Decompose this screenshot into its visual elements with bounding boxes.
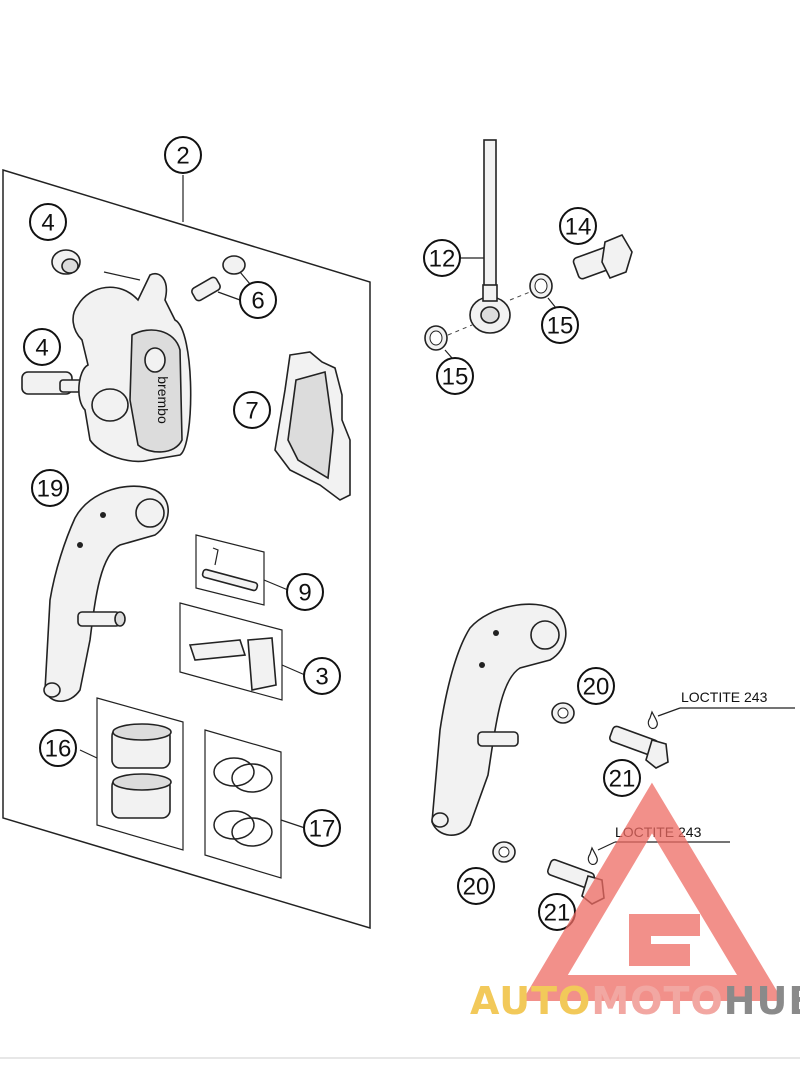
piston-part: [111, 723, 172, 819]
caliper-body-part: brembo: [72, 271, 192, 463]
svg-text:21: 21: [609, 766, 636, 793]
sealing-washer-part: [424, 273, 553, 351]
callout-12: 12: [423, 239, 461, 277]
loctite-label-upper: LOCTITE 243: [681, 689, 768, 705]
guide-pin-part: [21, 371, 83, 395]
svg-text:6: 6: [251, 288, 264, 315]
banjo-bolt-part: [572, 233, 633, 280]
brake-pad-part: [274, 351, 351, 501]
caliper-bracket-part: [43, 485, 169, 703]
seal-ring-box: [204, 729, 282, 879]
watermark-logo: [522, 782, 783, 1001]
caliper-brand-label: brembo: [155, 376, 171, 424]
callout-6: 6: [239, 281, 277, 319]
seal-ring-part: [213, 757, 273, 847]
washer-part: [492, 702, 575, 863]
right-caliper-bracket-part: [431, 603, 567, 836]
svg-text:4: 4: [41, 210, 54, 237]
svg-text:AUTOMOTOHUB: AUTOMOTOHUB: [470, 979, 800, 1023]
callout-21-upper: 21: [603, 759, 641, 797]
svg-text:12: 12: [429, 246, 456, 273]
callout-20-upper: 20: [577, 667, 615, 705]
svg-text:17: 17: [309, 816, 336, 843]
callout-19: 19: [31, 469, 69, 507]
svg-text:15: 15: [547, 313, 574, 340]
callout-4-lower: 4: [23, 328, 61, 366]
svg-text:15: 15: [442, 364, 469, 391]
pad-pin-part: [201, 568, 259, 592]
brake-line-part: [469, 139, 511, 334]
callout-2: 2: [164, 136, 202, 174]
svg-text:7: 7: [245, 398, 258, 425]
svg-text:3: 3: [315, 664, 328, 691]
watermark-auto: AUTO: [470, 979, 591, 1023]
bleeder-valve-part: [191, 255, 256, 302]
svg-text:14: 14: [565, 214, 592, 241]
watermark-hub: HUB: [724, 979, 800, 1023]
callout-15-left: 15: [436, 357, 474, 395]
callout-9: 9: [286, 573, 324, 611]
svg-text:21: 21: [544, 900, 571, 927]
watermark-moto: MOTO: [591, 979, 723, 1023]
callout-15-right: 15: [541, 306, 579, 344]
callout-7: 7: [233, 391, 271, 429]
loctite-drop-icon: [587, 710, 658, 865]
svg-text:16: 16: [45, 736, 72, 763]
callout-3: 3: [303, 657, 341, 695]
svg-text:20: 20: [583, 674, 610, 701]
callout-20-lower: 20: [457, 867, 495, 905]
callout-14: 14: [559, 207, 597, 245]
svg-text:4: 4: [35, 335, 48, 362]
pad-spring-part: [188, 637, 277, 691]
svg-text:19: 19: [37, 476, 64, 503]
svg-text:2: 2: [176, 143, 189, 170]
callout-17: 17: [303, 809, 341, 847]
callout-21-lower: 21: [538, 893, 576, 931]
bleeder-cap-part: [51, 249, 81, 275]
svg-text:9: 9: [298, 580, 311, 607]
callout-16: 16: [39, 729, 77, 767]
callout-4-upper: 4: [29, 203, 67, 241]
svg-text:20: 20: [463, 874, 490, 901]
